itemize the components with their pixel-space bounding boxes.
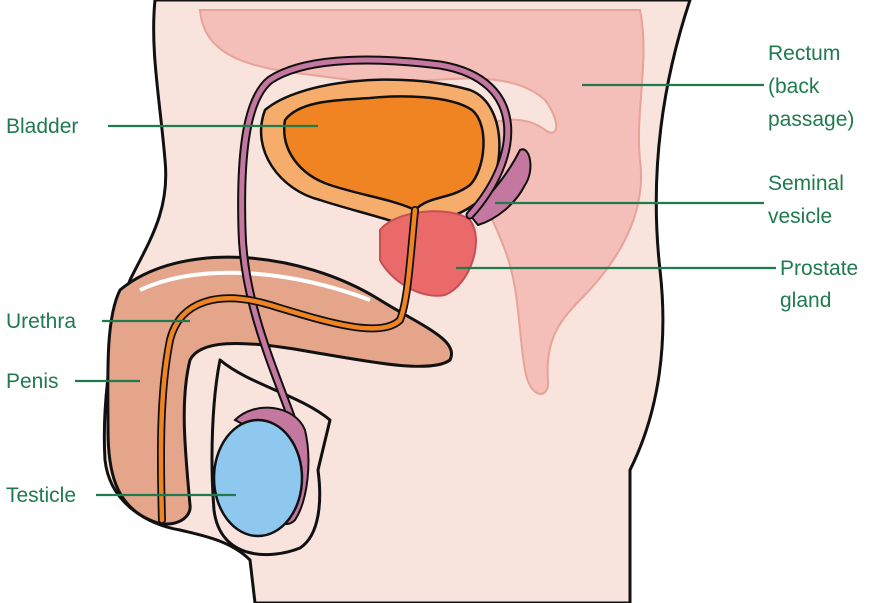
testicle-shape <box>214 420 302 536</box>
label-prostate-gland-line1: Prostate <box>780 257 858 280</box>
label-rectum-line2: (back <box>768 75 820 98</box>
label-seminal-vesicle-line2: vesicle <box>768 205 832 228</box>
label-penis: Penis <box>6 370 59 393</box>
label-testicle: Testicle <box>6 484 76 507</box>
label-urethra: Urethra <box>6 310 76 333</box>
label-rectum-line1: Rectum <box>768 42 840 65</box>
label-prostate-gland-line2: gland <box>780 289 831 312</box>
label-bladder: Bladder <box>6 115 78 138</box>
label-seminal-vesicle: Seminal vesicle <box>768 172 850 228</box>
label-seminal-vesicle-line1: Seminal <box>768 172 844 195</box>
label-prostate-gland: Prostate gland <box>780 257 864 312</box>
label-rectum-line3: passage) <box>768 108 854 131</box>
label-rectum: Rectum (back passage) <box>768 42 854 131</box>
